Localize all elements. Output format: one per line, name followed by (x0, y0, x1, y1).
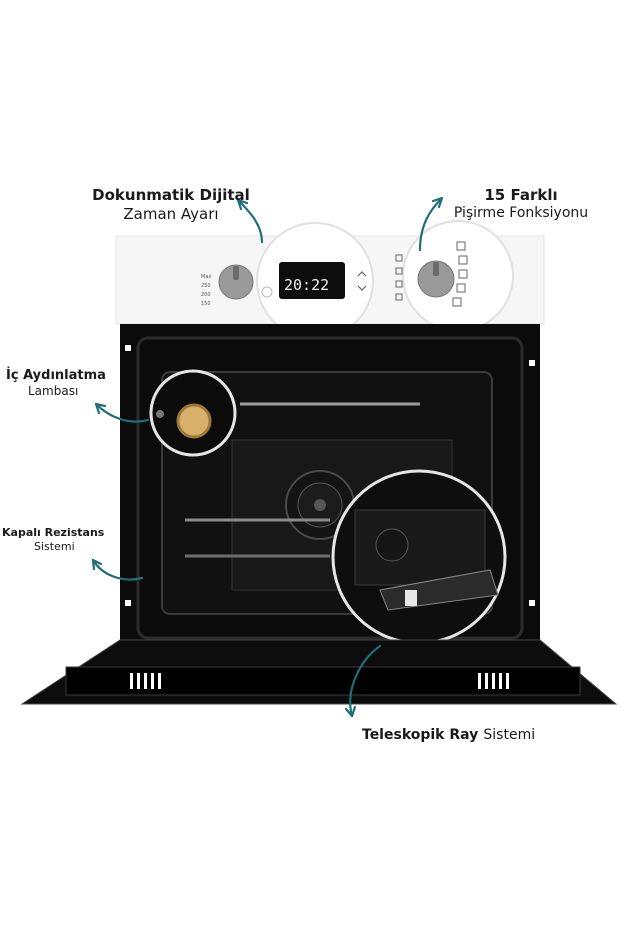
rail-label-sub: Sistemi (483, 727, 536, 743)
heater-arrow (91, 558, 144, 581)
function-zoom-circle (395, 220, 514, 332)
timer-label: Dokunmatik Dijital Zaman Ayarı (76, 186, 266, 224)
lamp-label-bold: İç Aydınlatma (6, 368, 106, 383)
lamp-label-sub: Lambası (28, 384, 79, 399)
functions-arrow (418, 196, 444, 252)
knob-scale-max: Max (201, 274, 211, 280)
knob-scale-200: 200 (201, 292, 211, 298)
timer-arrow (236, 198, 264, 244)
lamp-arrow (94, 402, 150, 423)
knob-scale-250: 250 (201, 283, 211, 289)
rail-label-bold: Teleskopik Ray (362, 727, 479, 743)
functions-label-bold: 15 Farklı (484, 186, 558, 204)
lamp-label: İç Aydınlatma Lambası (6, 368, 136, 399)
telescopic-rail-zoom-circle (331, 469, 507, 645)
heater-label-sub: Sistemi (34, 539, 75, 553)
lamp-zoom-circle (149, 369, 237, 457)
digital-display (279, 262, 345, 299)
functions-label-sub: Pişirme Fonksiyonu (453, 204, 589, 221)
timer-zoom-circle: 20:22 (256, 222, 374, 340)
knob-scale-150: 150 (201, 301, 211, 307)
temperature-knob (218, 264, 254, 300)
heater-label: Kapalı Rezistans Sistemi (2, 526, 142, 554)
display-time: 20:22 (284, 276, 329, 294)
timer-label-bold: Dokunmatik Dijital (92, 186, 250, 204)
rail-arrow (349, 644, 382, 718)
functions-label: 15 Farklı Pişirme Fonksiyonu (436, 186, 606, 222)
callout-arrows (91, 196, 444, 718)
heater-label-bold: Kapalı Rezistans (2, 526, 105, 539)
timer-label-sub: Zaman Ayarı (123, 204, 219, 223)
rail-label: Teleskopik Ray Sistemi (362, 724, 602, 745)
